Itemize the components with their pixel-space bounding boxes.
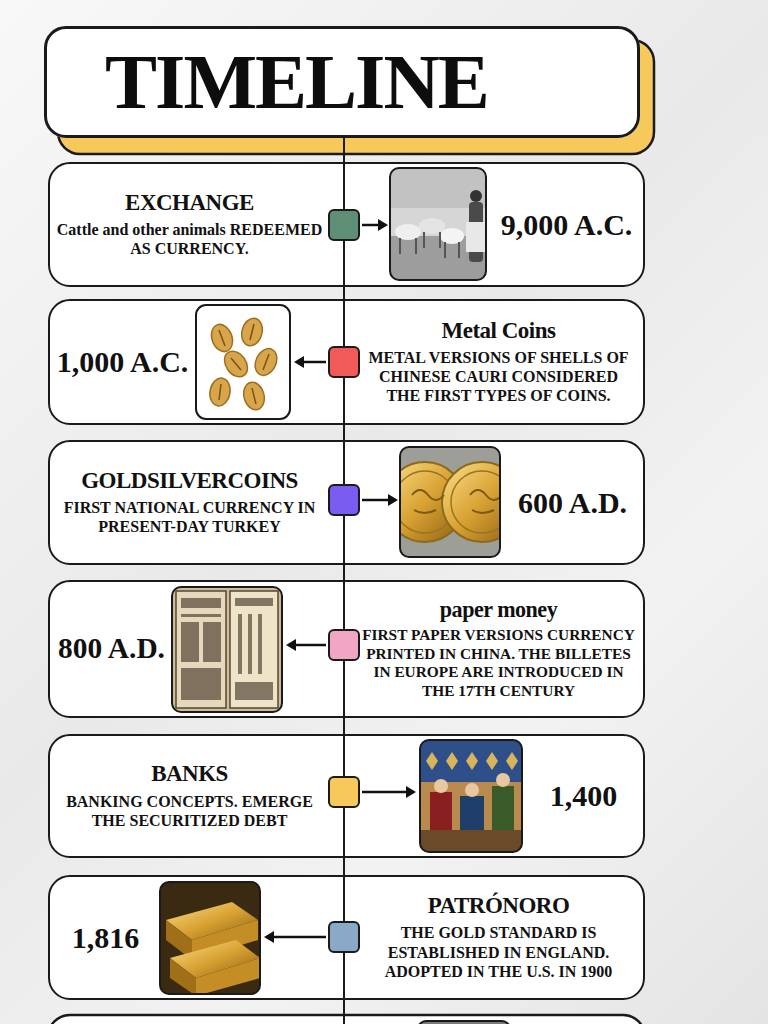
timeline-row-box: Metal CoinsMETAL VERSIONS OF SHELLS OF C…	[48, 299, 645, 425]
text-stack: BANKS BANKING CONCEPTS. EMERGE THE SECURI…	[56, 761, 324, 830]
date-region: 1,400	[528, 736, 640, 855]
text-region: PATRÓNORO THE GOLD STANDARD IS ESTABLISHE…	[362, 881, 636, 993]
paper-money-image	[172, 587, 282, 712]
event-heading: PATRÓNORO	[428, 893, 570, 919]
event-date: 9,000 A.C.	[501, 208, 633, 241]
date-region: 1,816	[56, 877, 156, 997]
partial-row-box	[48, 1015, 645, 1024]
text-stack: paper moneyFIRST PAPER VERSIONS CURRENCY…	[362, 597, 636, 700]
event-date: 1,000 A.C.	[57, 345, 189, 378]
gold-bars-image	[160, 882, 260, 996]
event-description: METAL VERSIONS OF SHELLS OF CHINESE CAUR…	[362, 348, 636, 406]
text-region: Metal CoinsMETAL VERSIONS OF SHELLS OF C…	[362, 305, 636, 418]
text-region: BANKS BANKING CONCEPTS. EMERGE THE SECURI…	[56, 740, 324, 851]
text-region: EXCHANGE Cattle and other animals REDEEME…	[56, 168, 324, 280]
cattle-photo	[390, 168, 486, 280]
text-stack: PATRÓNORO THE GOLD STANDARD IS ESTABLISHE…	[362, 893, 636, 981]
date-region: 1,000 A.C.	[54, 301, 192, 422]
timeline-row-box: EXCHANGE Cattle and other animals REDEEME…	[48, 162, 645, 287]
event-date: 800 A.D.	[58, 632, 165, 664]
medieval-bank-painting	[420, 740, 522, 852]
timeline-row-box: PATRÓNORO THE GOLD STANDARD IS ESTABLISHE…	[48, 875, 645, 1000]
event-date: 1,400	[550, 779, 618, 812]
event-description: FIRST NATIONAL CURRENCY IN PRESENT-DAY T…	[56, 498, 324, 536]
event-description: FIRST PAPER VERSIONS CURRENCY PRINTED IN…	[362, 626, 636, 700]
text-stack: GOLDSILVERCOINS FIRST NATIONAL CURRENCY I…	[56, 468, 324, 537]
event-heading: EXCHANGE	[125, 190, 254, 216]
date-region: 800 A.D.	[56, 582, 168, 715]
date-region: 600 A.D.	[506, 442, 640, 562]
event-heading: Metal Coins	[442, 318, 556, 344]
row-fills	[48, 162, 645, 1000]
text-stack: Metal CoinsMETAL VERSIONS OF SHELLS OF C…	[362, 318, 636, 406]
event-description: Cattle and other animals REDEEMED AS CUR…	[56, 220, 324, 258]
partial-row-image	[418, 1021, 510, 1024]
event-date: 1,816	[72, 921, 140, 954]
text-region: GOLDSILVERCOINS FIRST NATIONAL CURRENCY I…	[56, 446, 324, 558]
event-description: THE GOLD STANDARD IS ESTABLISHED IN ENGL…	[362, 923, 636, 981]
title-text: TIMELINE	[105, 43, 488, 121]
timeline-row-box: GOLDSILVERCOINS FIRST NATIONAL CURRENCY I…	[48, 440, 645, 565]
event-description: BANKING CONCEPTS. EMERGE THE SECURITIZED…	[56, 792, 324, 830]
text-stack: EXCHANGE Cattle and other animals REDEEME…	[56, 190, 324, 259]
title-box: TIMELINE	[44, 26, 640, 138]
timeline-row-box: BANKS BANKING CONCEPTS. EMERGE THE SECURI…	[48, 734, 645, 858]
event-date: 600 A.D.	[518, 486, 627, 519]
timeline-row-box: paper moneyFIRST PAPER VERSIONS CURRENCY…	[48, 580, 645, 718]
cowrie-shells-image	[196, 305, 290, 419]
event-heading: GOLDSILVERCOINS	[81, 468, 298, 494]
text-region: paper moneyFIRST PAPER VERSIONS CURRENCY…	[362, 586, 636, 711]
gold-coins-image	[385, 447, 522, 557]
title-fill	[44, 26, 640, 138]
date-region: 9,000 A.C.	[494, 164, 640, 284]
event-heading: paper money	[440, 597, 557, 622]
event-heading: BANKS	[151, 761, 228, 787]
